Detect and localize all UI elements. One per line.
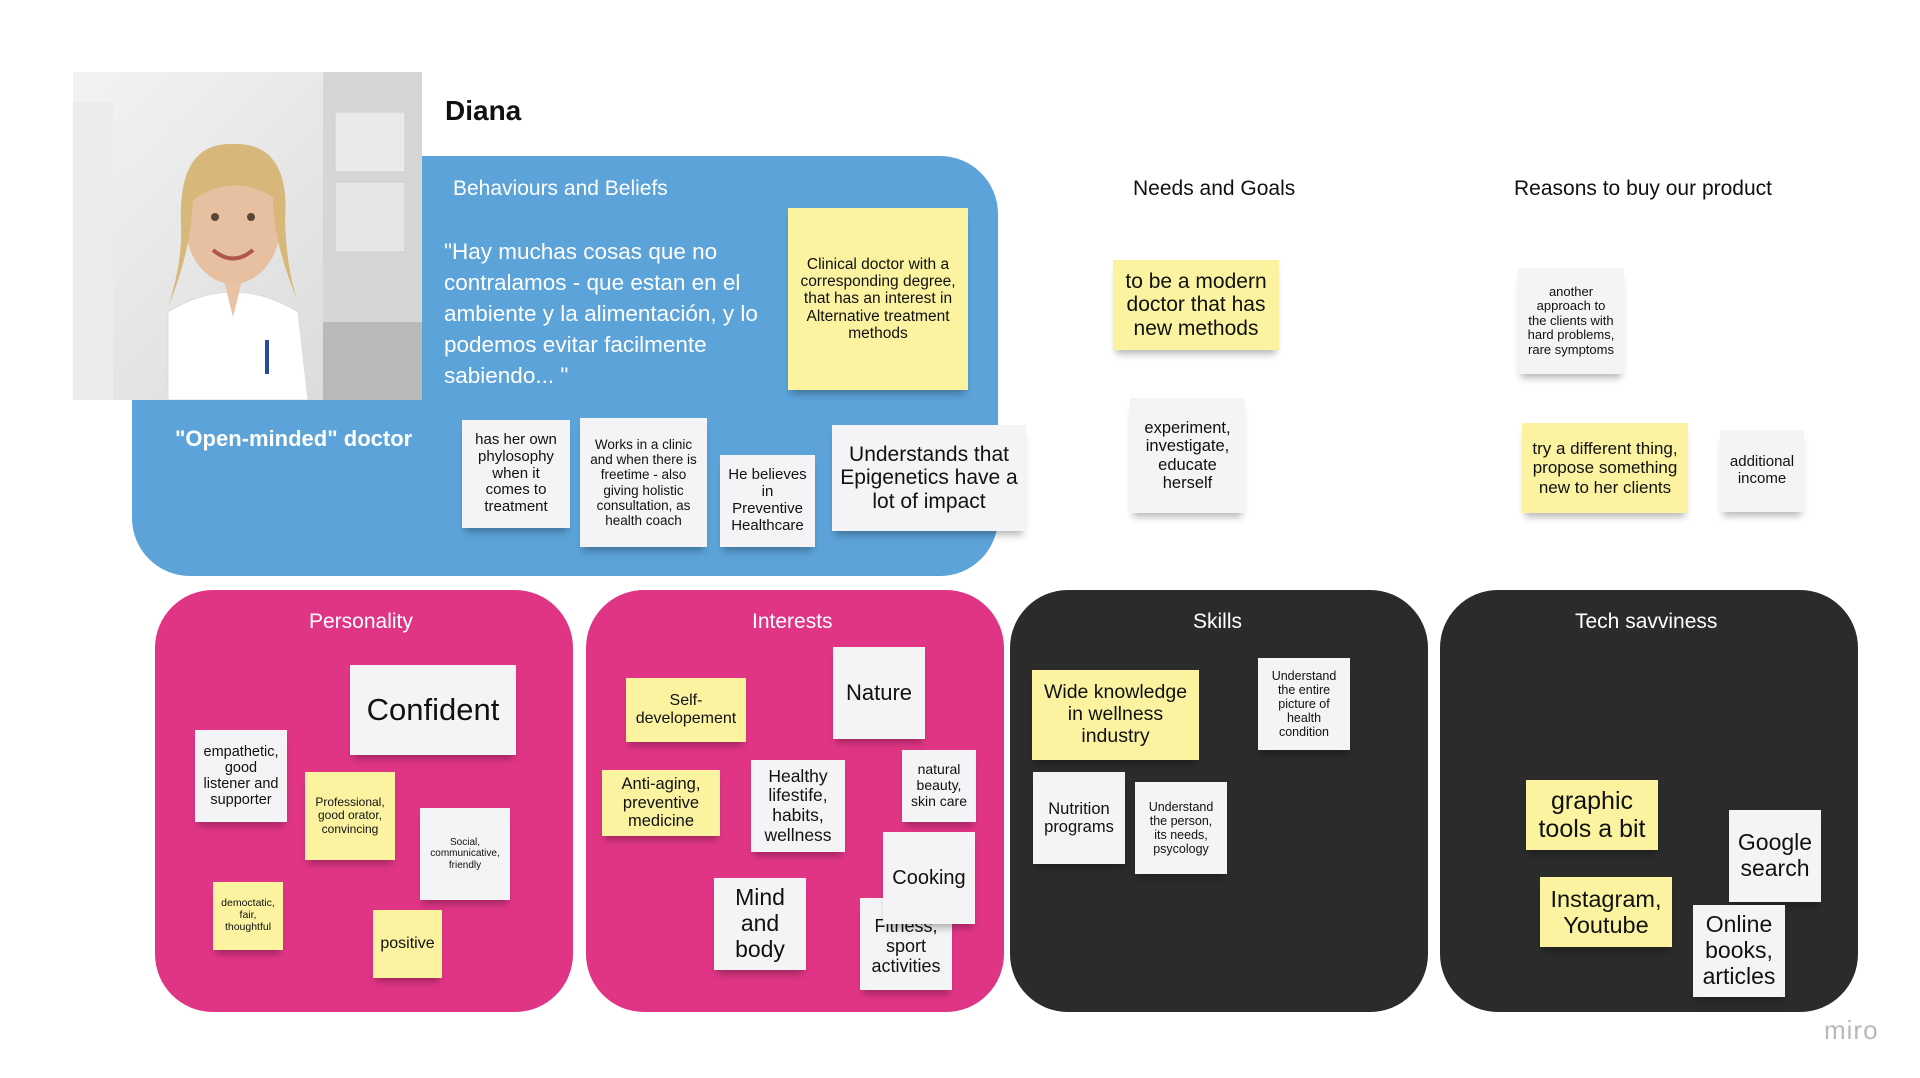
- sticky-note[interactable]: positive: [373, 910, 442, 978]
- persona-portrait-image: [73, 72, 422, 400]
- behaviours-quote: "Hay muchas cosas que no contralamos - q…: [444, 239, 758, 388]
- sticky-note[interactable]: Instagram, Youtube: [1540, 877, 1672, 947]
- sticky-note[interactable]: Understands that Epigenetics have a lot …: [832, 425, 1026, 531]
- sticky-note[interactable]: has her own phylosophy when it comes to …: [462, 420, 570, 528]
- sticky-note[interactable]: Clinical doctor with a corresponding deg…: [788, 208, 968, 390]
- sticky-note[interactable]: natural beauty, skin care: [902, 750, 976, 822]
- sticky-note[interactable]: graphic tools a bit: [1526, 780, 1658, 850]
- tech-title: Tech savviness: [1575, 610, 1718, 633]
- sticky-note[interactable]: democtatic, fair, thoughtful: [213, 882, 283, 950]
- sticky-note[interactable]: additional income: [1720, 430, 1804, 512]
- sticky-note[interactable]: Cooking: [883, 832, 975, 924]
- sticky-note[interactable]: experiment, investigate, educate herself: [1130, 398, 1245, 513]
- persona-tagline: "Open-minded" doctor: [175, 426, 413, 451]
- sticky-note[interactable]: Works in a clinic and when there is free…: [580, 418, 707, 547]
- sticky-note[interactable]: Nature: [833, 647, 925, 739]
- sticky-note[interactable]: Understand the entire picture of health …: [1258, 658, 1350, 750]
- sticky-note[interactable]: to be a modern doctor that has new metho…: [1113, 260, 1279, 350]
- personality-title: Personality: [309, 610, 413, 633]
- sticky-note[interactable]: try a different thing, propose something…: [1522, 423, 1688, 513]
- sticky-note[interactable]: Understand the person, its needs, psycol…: [1135, 782, 1227, 874]
- sticky-note[interactable]: Confident: [350, 665, 516, 755]
- skills-title: Skills: [1193, 610, 1243, 633]
- sticky-note[interactable]: Nutrition programs: [1033, 772, 1125, 864]
- persona-name: Diana: [445, 95, 522, 126]
- sticky-note[interactable]: Self-developement: [626, 678, 746, 742]
- sticky-note[interactable]: another approach to the clients with har…: [1518, 268, 1624, 374]
- sticky-note[interactable]: Mind and body: [714, 878, 806, 970]
- interests-title: Interests: [752, 610, 833, 633]
- sticky-note[interactable]: Professional, good orator, convincing: [305, 772, 395, 860]
- sticky-note[interactable]: Online books, articles: [1693, 905, 1785, 997]
- sticky-note[interactable]: Google search: [1729, 810, 1821, 902]
- sticky-note[interactable]: Wide knowledge in wellness industry: [1032, 670, 1199, 760]
- sticky-note[interactable]: Social, communicative, friendly: [420, 808, 510, 900]
- sticky-note[interactable]: Healthy lifestife, habits, wellness: [751, 760, 845, 852]
- sticky-note[interactable]: Anti-aging, preventive medicine: [602, 770, 720, 836]
- behaviours-title: Behaviours and Beliefs: [453, 177, 668, 200]
- sticky-note[interactable]: He believes in Preventive Healthcare: [720, 455, 815, 547]
- needs-title: Needs and Goals: [1133, 177, 1296, 200]
- sticky-note[interactable]: empathetic, good listener and supporter: [195, 730, 287, 822]
- reasons-title: Reasons to buy our product: [1514, 177, 1772, 200]
- persona-photo: [73, 72, 422, 400]
- miro-logo: miro: [1824, 1015, 1879, 1045]
